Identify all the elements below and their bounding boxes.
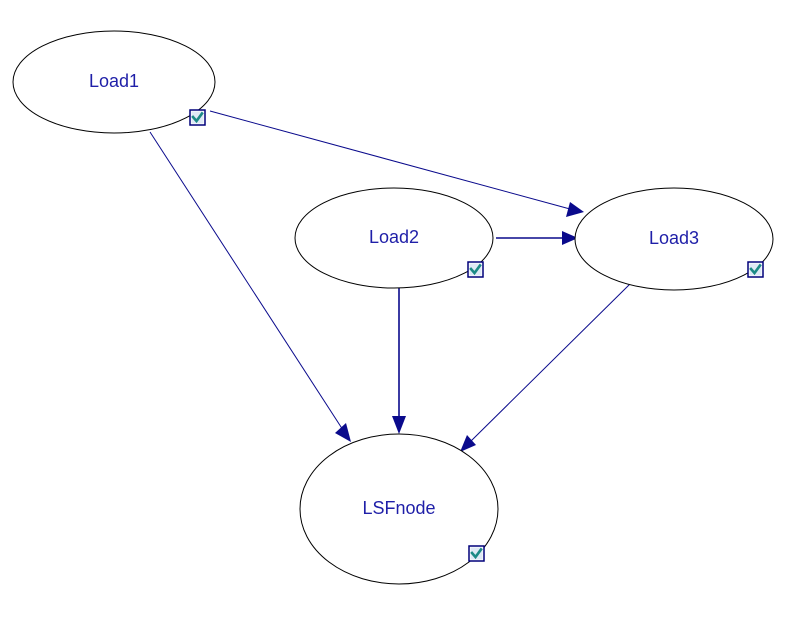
node-lsfnode[interactable]: LSFnode bbox=[299, 433, 499, 585]
edge-load3-to-lsfnode[interactable] bbox=[460, 283, 631, 452]
node-load1[interactable]: Load1 bbox=[12, 30, 216, 134]
checkbox-checked-icon[interactable] bbox=[747, 261, 764, 278]
arrow-head bbox=[566, 202, 584, 217]
node-load3[interactable]: Load3 bbox=[574, 187, 774, 291]
node-label: Load3 bbox=[649, 228, 699, 248]
node-ellipse[interactable] bbox=[299, 433, 499, 585]
arrow-head bbox=[392, 416, 406, 434]
checkbox-checked-icon[interactable] bbox=[467, 261, 484, 278]
arrow-head bbox=[562, 231, 578, 245]
node-ellipse[interactable] bbox=[574, 187, 774, 291]
edge-load2-to-load3[interactable] bbox=[496, 231, 578, 245]
edges bbox=[149, 110, 631, 452]
node-label: LSFnode bbox=[362, 498, 435, 518]
node-load2[interactable]: Load2 bbox=[294, 187, 494, 289]
arrow-head bbox=[460, 435, 476, 452]
node-label: Load2 bbox=[369, 227, 419, 247]
edge-load1-to-lsfnode[interactable] bbox=[149, 131, 351, 442]
node-ellipse[interactable] bbox=[12, 30, 216, 134]
arrow-head bbox=[335, 423, 351, 442]
edge-load1-to-load3[interactable] bbox=[209, 110, 584, 217]
checkbox-checked-icon[interactable] bbox=[189, 109, 206, 126]
node-ellipse[interactable] bbox=[294, 187, 494, 289]
edge-load2-to-lsfnode[interactable] bbox=[392, 288, 406, 434]
checkbox-checked-icon[interactable] bbox=[468, 545, 485, 562]
node-label: Load1 bbox=[89, 71, 139, 91]
